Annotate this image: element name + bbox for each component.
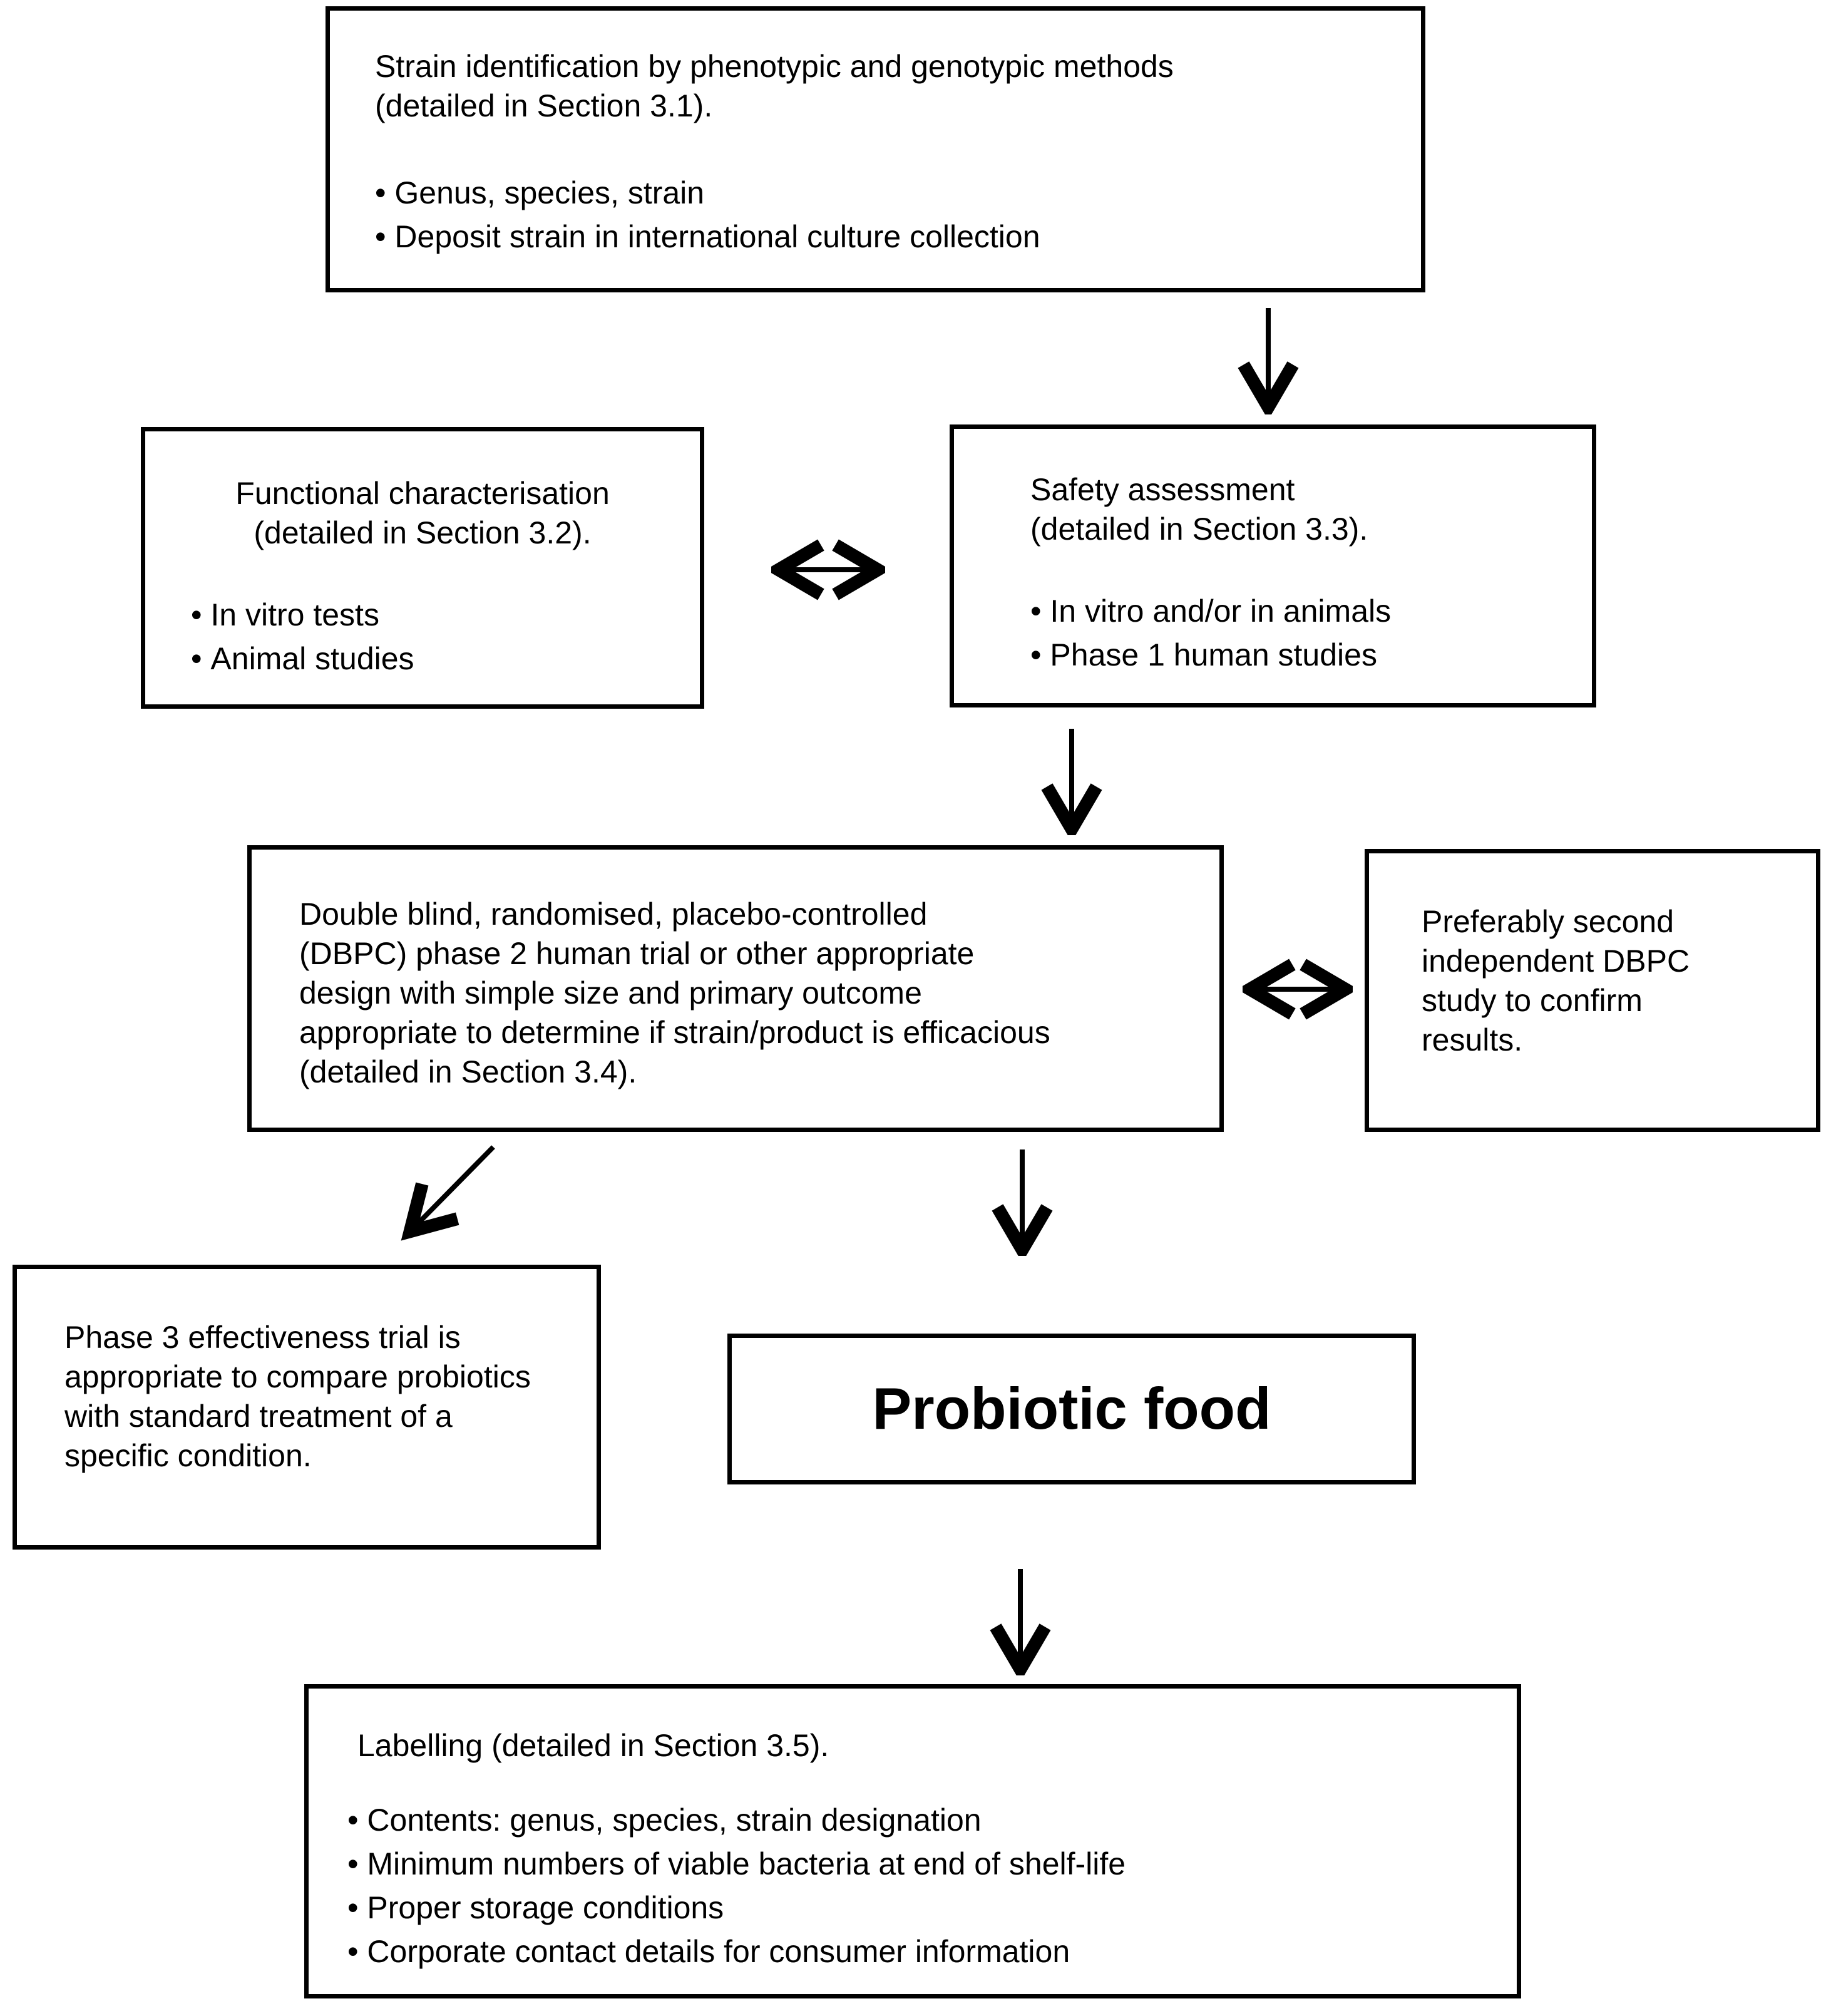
title-line: design with simple size and primary outc… — [299, 975, 922, 1011]
box-title: Labelling (detailed in Section 3.5). — [347, 1726, 1504, 1766]
title-line: (DBPC) phase 2 human trial or other appr… — [299, 936, 975, 971]
arrow-dbpc-to-phase3 — [401, 1145, 495, 1241]
double-arrow-functional-safety — [771, 539, 885, 600]
bullet-item: In vitro tests — [191, 593, 684, 637]
title-line: Double blind, randomised, placebo-contro… — [299, 897, 928, 932]
title-line: appropriate to determine if strain/produ… — [299, 1015, 1050, 1050]
arrow-strain-to-safety — [1238, 308, 1299, 414]
title-line: Functional characterisation — [235, 476, 610, 511]
arrow-probiotic-to-labelling — [990, 1569, 1051, 1675]
box-title: Phase 3 effectiveness trial is appropria… — [64, 1318, 584, 1476]
labelling-box: Labelling (detailed in Section 3.5). Con… — [304, 1684, 1521, 1998]
bullet-item: Contents: genus, species, strain designa… — [347, 1798, 1504, 1842]
title-line: (detailed in Section 3.4). — [299, 1054, 637, 1089]
dbpc-phase2-trial-box: Double blind, randomised, placebo-contro… — [247, 845, 1224, 1132]
title-line: Preferably second — [1422, 904, 1674, 939]
title-line: Safety assessment — [1030, 472, 1295, 507]
title-line: (detailed in Section 3.3). — [1030, 512, 1368, 547]
title-line: with standard treatment of a — [64, 1399, 453, 1434]
probiotic-food-box: Probiotic food — [727, 1334, 1416, 1484]
second-independent-study-box: Preferably second independent DBPC study… — [1365, 849, 1820, 1132]
title-line: Strain identification by phenotypic and … — [375, 49, 1174, 84]
safety-assessment-box: Safety assessment (detailed in Section 3… — [950, 424, 1596, 707]
bullet-item: Corporate contact details for consumer i… — [347, 1930, 1504, 1973]
bullet-item: Minimum numbers of viable bacteria at en… — [347, 1842, 1504, 1886]
bullet-list: In vitro and/or in animals Phase 1 human… — [1030, 589, 1579, 677]
functional-characterisation-box: Functional characterisation (detailed in… — [141, 427, 704, 709]
phase3-effectiveness-box: Phase 3 effectiveness trial is appropria… — [13, 1265, 601, 1550]
box-title: Safety assessment (detailed in Section 3… — [1030, 470, 1579, 549]
box-title: Functional characterisation (detailed in… — [161, 474, 684, 553]
title-line: results. — [1422, 1022, 1523, 1057]
bullet-item: Genus, species, strain — [375, 171, 1402, 215]
box-title: Double blind, randomised, placebo-contro… — [299, 895, 1207, 1092]
title-line: appropriate to compare probiotics — [64, 1359, 531, 1394]
bullet-item: Proper storage conditions — [347, 1886, 1504, 1930]
title-line: independent DBPC — [1422, 944, 1690, 979]
bullet-list: Contents: genus, species, strain designa… — [347, 1798, 1504, 1973]
title-line: specific condition. — [64, 1438, 312, 1473]
bullet-item: Phase 1 human studies — [1030, 633, 1579, 677]
probiotic-food-label: Probiotic food — [872, 1376, 1271, 1442]
title-line: Phase 3 effectiveness trial is — [64, 1320, 461, 1355]
strain-identification-box: Strain identification by phenotypic and … — [326, 6, 1425, 292]
bullet-list: In vitro tests Animal studies — [161, 593, 684, 681]
bullet-item: Animal studies — [191, 637, 684, 681]
title-line: study to confirm — [1422, 983, 1643, 1018]
title-line: (detailed in Section 3.1). — [375, 88, 713, 123]
title-line: (detailed in Section 3.2). — [254, 515, 592, 550]
box-title: Preferably second independent DBPC study… — [1422, 902, 1803, 1060]
box-title: Strain identification by phenotypic and … — [375, 47, 1402, 126]
bullet-item: In vitro and/or in animals — [1030, 589, 1579, 633]
arrow-safety-to-dbpc — [1041, 729, 1102, 835]
bullet-item: Deposit strain in international culture … — [375, 215, 1402, 259]
double-arrow-dbpc-second-study — [1243, 959, 1353, 1020]
title-line: Labelling (detailed in Section 3.5). — [357, 1728, 829, 1763]
bullet-list: Genus, species, strain Deposit strain in… — [375, 171, 1402, 259]
arrow-dbpc-to-probiotic — [992, 1149, 1053, 1256]
